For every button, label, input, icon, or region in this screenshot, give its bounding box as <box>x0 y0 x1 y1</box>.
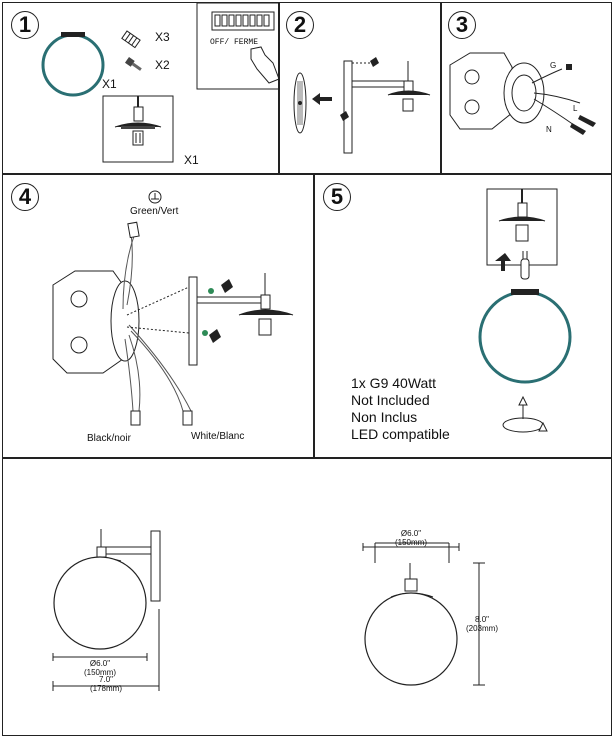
junction-box-icon <box>449 52 513 130</box>
bulb-spec-line: Not Included <box>351 392 430 408</box>
step-3-illustration <box>449 52 596 135</box>
white-wire-label: White/Blanc <box>191 431 245 442</box>
front-height-label: 8.0" (203mm) <box>465 615 498 633</box>
step-4-panel: 4 <box>2 174 314 458</box>
black-wire-label: Black/noir <box>87 433 131 444</box>
caps-count: X3 <box>155 30 170 44</box>
step-2-illustration <box>293 57 431 154</box>
step-3-panel: 3 G L N <box>441 2 612 174</box>
ground-wire-label: Green/Vert <box>130 206 179 217</box>
hand-icon <box>250 46 278 84</box>
step-number: 1 <box>11 11 39 39</box>
screws-count: X2 <box>155 58 170 72</box>
side-diameter-label: Ø6.0" (150mm) <box>83 659 116 677</box>
rotate-icon <box>502 395 548 433</box>
globe-count: X1 <box>102 77 117 91</box>
dimensions-panel: Ø6.0" (150mm) 7.0" (178mm) Ø6.0" (150mm)… <box>2 458 612 736</box>
globe-ring-icon <box>41 33 105 97</box>
step-number: 5 <box>323 183 351 211</box>
dimension-drawings <box>52 529 485 691</box>
side-view-drawing <box>52 529 161 691</box>
ground-symbol-icon <box>148 190 162 204</box>
step-number: 3 <box>448 11 476 39</box>
front-view-drawing <box>362 542 485 686</box>
neutral-wire-label: N <box>546 125 552 134</box>
line-wire-label: L <box>573 104 578 113</box>
step-number: 2 <box>286 11 314 39</box>
ground-wire-label: G <box>550 61 557 70</box>
wire-nut-icon <box>121 30 141 49</box>
switch-label: OFF/ FERME <box>210 38 259 47</box>
body-count: X1 <box>184 153 199 167</box>
g9-bulb-icon <box>520 258 530 280</box>
step-5-panel: 5 1x G9 40Watt Not Includ <box>314 174 612 458</box>
front-diameter-label: Ø6.0" (150mm) <box>394 529 427 547</box>
step-4-illustration <box>52 190 294 426</box>
step-2-panel: 2 <box>279 2 441 174</box>
bulb-spec-line: LED compatible <box>351 426 450 442</box>
screw-icon <box>124 57 142 71</box>
globe-ring-icon <box>478 290 572 384</box>
bulb-spec-line: Non Inclus <box>351 409 418 425</box>
bulb-spec-line: 1x G9 40Watt <box>351 375 437 391</box>
step-5-illustration <box>478 188 572 433</box>
step-1-panel: 1 <box>2 2 279 174</box>
bulb-spec-text: 1x G9 40Watt Not Included Non Inclus LED… <box>351 375 450 443</box>
step-number: 4 <box>11 183 39 211</box>
step-1-illustration <box>41 3 278 163</box>
side-depth-label: 7.0" (178mm) <box>89 675 122 693</box>
